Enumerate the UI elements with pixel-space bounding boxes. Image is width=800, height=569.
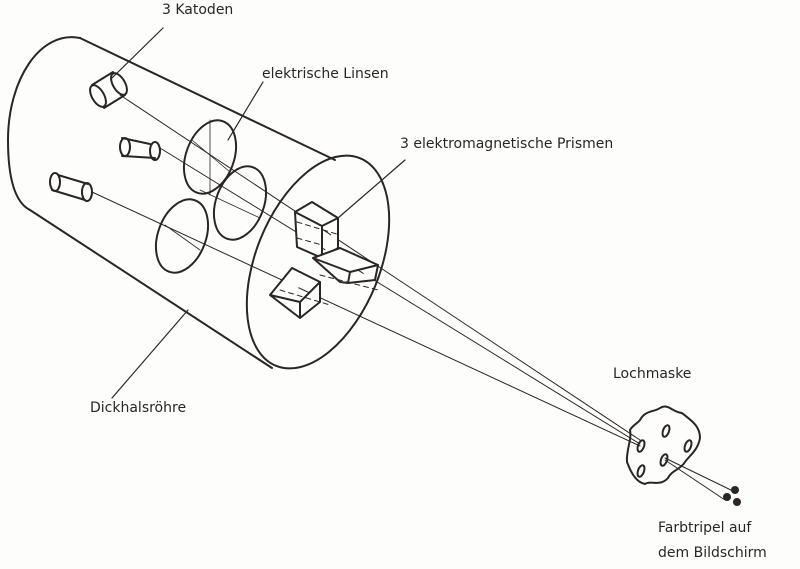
electron-beams (91, 94, 736, 501)
tube-body (7, 36, 391, 370)
label-tube: Dickhalsröhre (90, 400, 187, 416)
shadow-mask (625, 405, 701, 485)
label-triple-line1: Farbtripel auf (658, 520, 752, 536)
dot-green (723, 493, 731, 501)
dot-red (731, 486, 739, 494)
label-lenses: elektrische Linsen (262, 66, 389, 82)
tube-front-face (245, 154, 391, 370)
prisms (269, 201, 379, 319)
label-mask: Lochmaske (613, 366, 692, 382)
leader-lines (111, 27, 406, 399)
label-prisms: 3 elektromagnetische Prismen (400, 136, 614, 152)
dot-blue (733, 498, 741, 506)
cathodes (49, 71, 161, 202)
color-triple-dots (723, 486, 741, 506)
label-cathodes: 3 Katoden (162, 2, 234, 18)
electric-lenses (154, 119, 268, 274)
label-triple-line2: dem Bildschirm (658, 545, 767, 561)
